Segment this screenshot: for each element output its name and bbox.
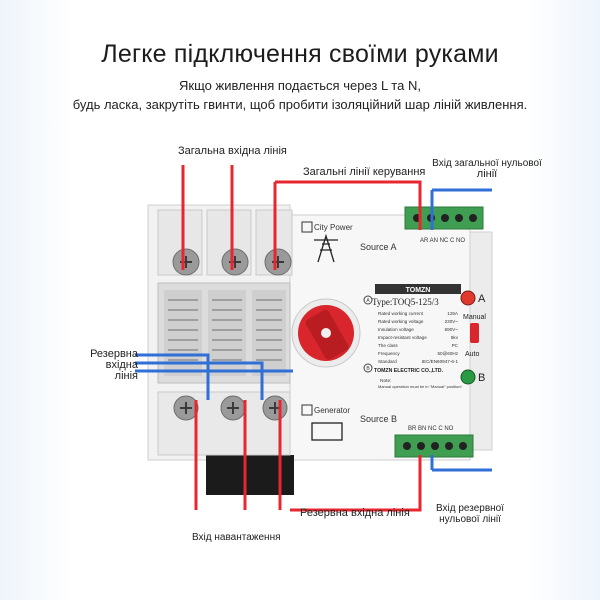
- spec-value: 230V~: [445, 319, 459, 324]
- callout-backup-input-left-3: лінія: [114, 370, 138, 382]
- indicator-b-label: B: [478, 372, 485, 384]
- contact-grille: [157, 282, 291, 384]
- callout-main-neutral: Вхід загальної нульової лінії: [432, 158, 542, 180]
- indicator-a-label: A: [478, 293, 486, 305]
- badge-a-ring: [363, 295, 373, 305]
- generator-label: Generator: [314, 406, 350, 415]
- spec-label: The class: [378, 343, 398, 348]
- spec-value: 50@60Hz: [438, 351, 459, 356]
- generator-icon: [311, 422, 343, 441]
- source-a-label: Source A: [360, 242, 397, 252]
- note-title: Note:: [380, 378, 391, 384]
- spec-label: Impact-resistant voltage: [378, 335, 427, 340]
- brand-bar: [375, 284, 461, 294]
- callout-backup-input-left-2: вхідна: [105, 359, 138, 371]
- callout-backup-input-bottom: Резервна вхідна лінія: [300, 507, 410, 519]
- spec-label: Standard: [378, 359, 397, 364]
- subtitle-line-2: будь ласка, закрутіть гвинти, щоб пробит…: [72, 97, 528, 112]
- callout-control-lines: Загальні лінії керування: [303, 166, 426, 178]
- spec-table: Rated working current 125A Rated working v…: [378, 311, 459, 364]
- city-power-label: City Power: [314, 223, 353, 232]
- spec-value: 8kv: [451, 335, 459, 340]
- callout-main-neutral-line-1: Вхід загальної нульової: [432, 158, 542, 169]
- callout-backup-neutral-line-2: нульової лінії: [439, 514, 501, 525]
- callout-backup-neutral: Вхід резервної нульової лінії: [420, 503, 520, 525]
- source-b-label: Source B: [360, 414, 397, 424]
- callout-backup-neutral-line-1: Вхід резервної: [435, 503, 505, 514]
- spec-value: IEC/EN60947-6-1: [422, 359, 459, 364]
- section-i-box: [301, 221, 313, 233]
- callout-load-input: Вхід навантаження: [192, 532, 281, 543]
- badge-a-label: A: [366, 298, 370, 304]
- brand-label: TOMZN: [406, 287, 431, 294]
- blue-wires: [135, 188, 492, 472]
- red-wires-main: [181, 165, 422, 512]
- bottom-terminal-labels: BR BN NC C NO: [408, 426, 454, 432]
- spec-label: Rated working current: [378, 311, 424, 316]
- indicator-b-lamp: [460, 369, 476, 385]
- callout-main-input-line: Загальна вхідна лінія: [178, 145, 287, 157]
- spec-label: Insulation voltage: [378, 327, 414, 332]
- spec-label: Rated working voltage: [378, 319, 424, 324]
- callout-backup-input-left: Резервна вхідна лінія: [78, 349, 138, 382]
- section-ii-box: [301, 404, 313, 416]
- tower-icon: [314, 233, 338, 263]
- bottom-control-terminal: [394, 434, 474, 458]
- badge-b-label: B: [366, 366, 370, 372]
- mode-manual-label: Manual: [463, 314, 486, 321]
- type-label: Type:TOQ5-125/3: [372, 297, 439, 307]
- mode-auto-label: Auto: [465, 351, 480, 358]
- indicator-a-lamp: [460, 290, 476, 306]
- rotary-switch[interactable]: [291, 298, 361, 368]
- subtitle-line-1: Якщо живлення подається через L та N,: [179, 78, 421, 93]
- callout-main-neutral-line-2: лінії: [476, 168, 498, 180]
- top-terminal-labels: AR AN NC C NO: [420, 238, 465, 244]
- spec-value: 690V~: [445, 327, 459, 332]
- badge-b-ring: [363, 363, 373, 373]
- spec-value: PC: [452, 343, 459, 348]
- note-text: Manual operation must be in "Manual" pos…: [378, 384, 462, 389]
- top-terminal-group: [157, 209, 293, 276]
- callout-backup-input-left-1: Резервна: [90, 348, 138, 360]
- spec-value: 125A: [447, 311, 459, 316]
- top-control-terminal: [404, 206, 484, 230]
- page-title: Легке підключення своїми руками: [101, 40, 499, 68]
- company-label: TOMZN ELECTRIC CO.,LTD.: [374, 368, 444, 374]
- spec-label: Frequency: [378, 351, 400, 356]
- mode-selector[interactable]: [470, 323, 479, 343]
- bottom-terminal-group: [157, 391, 291, 456]
